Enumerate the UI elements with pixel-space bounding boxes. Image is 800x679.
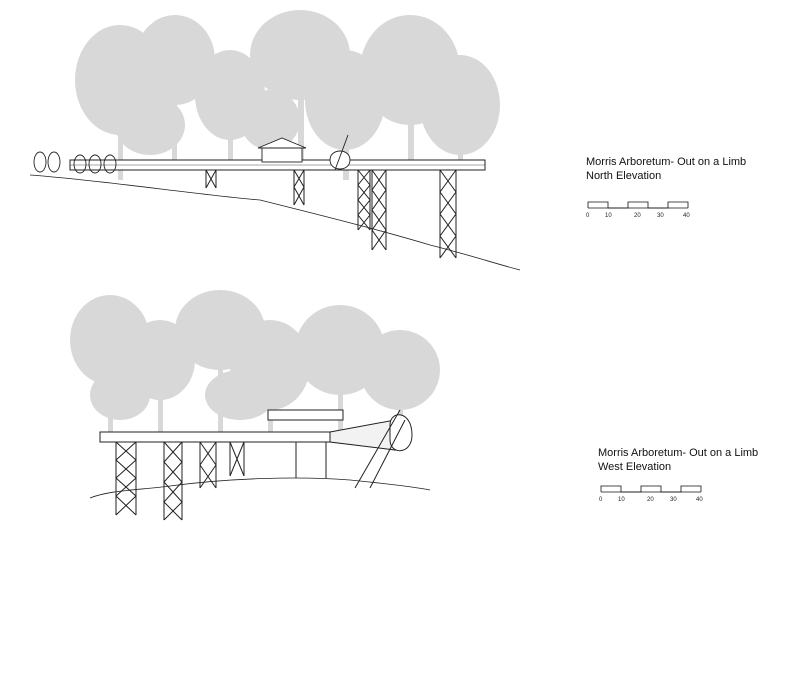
north-scale-tick: 20 [634,213,641,219]
west-scale-bar: 0 10 20 30 40 [596,482,706,504]
west-scale-tick: 10 [618,497,625,503]
west-title-line2: West Elevation [598,461,672,473]
west-scale-tick: 20 [647,497,654,503]
west-scale-tick: 0 [599,497,603,503]
north-treehouse [257,134,351,171]
north-hoops [33,151,117,174]
west-towers [115,441,327,521]
north-elevation-label: Morris Arboretum- Out on a Limb North El… [586,155,746,183]
north-title-line1: Morris Arboretum- Out on a Limb [586,156,747,168]
north-scale-tick: 0 [586,213,590,219]
north-scale-tick: 30 [657,213,664,219]
north-scale-tick: 40 [683,213,690,219]
west-walkway [99,409,413,489]
north-towers [205,169,457,259]
west-title-line1: Morris Arboretum- Out on a Limb [598,447,759,459]
west-ground [89,477,431,499]
north-trees [75,10,500,180]
west-scale-tick: 40 [696,497,703,503]
north-ground [29,174,521,271]
west-scale-tick: 30 [670,497,677,503]
north-title-line2: North Elevation [586,170,662,182]
north-scale-bar: 0 10 20 30 40 [583,198,693,220]
west-trees [70,290,440,440]
west-elevation-label: Morris Arboretum- Out on a Limb West Ele… [598,446,758,474]
north-scale-tick: 10 [605,213,612,219]
